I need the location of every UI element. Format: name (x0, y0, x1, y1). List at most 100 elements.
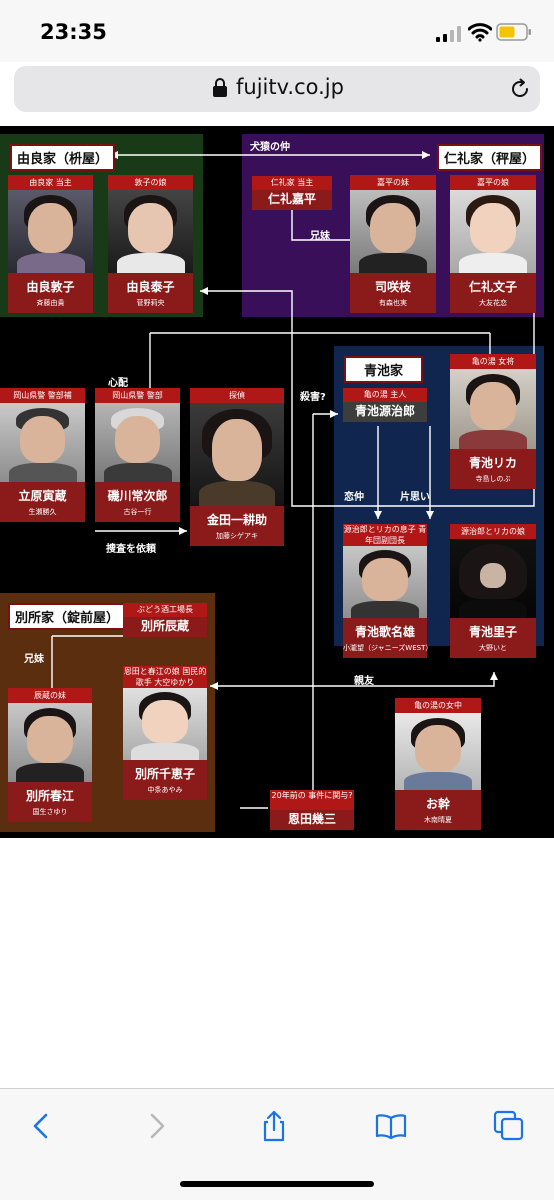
card-yasuko: 敦子の娘 由良泰子菅野莉央 (108, 175, 193, 313)
card-name: 青池里子 (468, 625, 517, 639)
portrait-photo (8, 703, 92, 782)
back-button[interactable] (24, 1109, 58, 1143)
card-sakie: 嘉平の妹 司咲枝有森也実 (350, 175, 436, 313)
plate-role: ぶどう酒工場長 (123, 603, 207, 617)
portrait-photo (450, 190, 536, 273)
card-name: 立原寅蔵 (18, 489, 67, 503)
card-actor: 生瀬勝久 (28, 508, 57, 516)
family-label-yura: 由良家（枡屋） (10, 144, 116, 171)
relation-investigation: 捜査を依頼 (106, 544, 156, 555)
plate-role: 仁礼家 当主 (252, 176, 332, 190)
relation-best-friends: 親友 (354, 676, 374, 687)
home-indicator (180, 1181, 374, 1187)
card-role: 由良家 当主 (8, 175, 93, 190)
relation-siblings-bessho: 兄妹 (24, 654, 44, 665)
forward-button[interactable] (140, 1109, 174, 1143)
plate-role: 20年前の 事件に関与? (270, 790, 354, 810)
plate-onda: 20年前の 事件に関与? 恩田幾三 (270, 790, 354, 830)
portrait-photo (190, 403, 284, 506)
card-name: 青池リカ (468, 456, 517, 470)
card-kanao: 源治郎とリカの息子 青年団副団長 青池歌名雄小瀧望（ジャニーズWEST） (343, 524, 433, 658)
portrait-photo (450, 539, 536, 618)
card-atsuko: 由良家 当主 由良敦子斉藤由貴 (8, 175, 93, 313)
family-label-aoike: 青池家 (344, 356, 424, 383)
card-isokawa: 岡山県警 警部 磯川常次郎古谷一行 (95, 388, 180, 522)
card-role: 敦子の娘 (108, 175, 193, 190)
card-role: 嘉平の妹 (350, 175, 436, 190)
card-role: 辰蔵の妹 (8, 688, 92, 703)
connector-lines (51, 151, 535, 826)
card-name: 司咲枝 (374, 280, 411, 294)
card-name: 別所春江 (25, 789, 74, 803)
relation-unrequited: 片思い (400, 492, 430, 503)
card-actor: 古谷一行 (123, 508, 152, 516)
relation-worry: 心配 (108, 378, 128, 389)
url-text: fujitv.co.jp (236, 75, 344, 99)
card-role: 岡山県警 警部補 (0, 388, 85, 403)
status-time: 23:35 (40, 20, 107, 44)
card-rika: 亀の湯 女将 青池リカ寺島しのぶ (450, 354, 536, 489)
plate-genjiro: 亀の湯 主人 青池源治郎 (343, 388, 427, 422)
share-button[interactable] (257, 1109, 291, 1143)
portrait-photo (343, 546, 427, 618)
plate-name: 仁礼嘉平 (252, 190, 332, 210)
card-omiki: 亀の湯の女中 お幹木南晴夏 (395, 698, 481, 830)
portrait-photo (450, 369, 536, 449)
card-actor: 大友花恋 (479, 299, 507, 307)
card-harue: 辰蔵の妹 別所春江国生さゆり (8, 688, 92, 822)
battery-icon (496, 23, 531, 41)
card-name: 仁礼文子 (468, 280, 517, 294)
card-actor: 斉藤由貴 (36, 299, 65, 307)
card-role: 源治郎とリカの娘 (450, 524, 536, 539)
cellular-signal-icon (436, 26, 461, 42)
plate-role: 亀の湯 主人 (343, 388, 427, 402)
relationship-chart: 由良家（枡屋） 仁礼家（秤屋） 青池家 別所家（錠前屋） 犬猿の仲 兄妹 心配 … (0, 126, 554, 838)
card-actor: 寺島しのぶ (475, 475, 511, 483)
card-role: 恩田と春江の娘 国民的歌手 大空ゆかり (123, 666, 207, 688)
card-tachihara: 岡山県警 警部補 立原寅蔵生瀬勝久 (0, 388, 85, 522)
plate-name: 青池源治郎 (343, 402, 427, 422)
relation-inuzaru: 犬猿の仲 (250, 142, 290, 153)
card-role: 源治郎とリカの息子 青年団副団長 (343, 524, 427, 546)
card-fumiko: 嘉平の娘 仁礼文子大友花恋 (450, 175, 536, 313)
relation-lovers: 恋仲 (344, 492, 364, 503)
card-actor: 加藤シゲアキ (216, 532, 258, 540)
card-kindaichi: 探偵 金田一耕助加藤シゲアキ (190, 388, 284, 546)
bookmarks-button[interactable] (374, 1109, 408, 1143)
portrait-photo (95, 403, 180, 482)
card-role: 嘉平の娘 (450, 175, 536, 190)
plate-kahei: 仁礼家 当主 仁礼嘉平 (252, 176, 332, 210)
card-name: 由良敦子 (26, 280, 75, 294)
card-name: 別所千恵子 (134, 767, 195, 781)
card-name: お幹 (425, 797, 450, 811)
card-name: 青池歌名雄 (354, 625, 415, 639)
card-actor: 大野いと (479, 644, 507, 652)
card-role: 亀の湯の女中 (395, 698, 481, 713)
card-actor: 小瀧望（ジャニーズWEST） (343, 644, 433, 652)
portrait-photo (395, 713, 481, 790)
card-role: 探偵 (190, 388, 284, 403)
relation-murder: 殺害? (300, 392, 326, 403)
portrait-photo (350, 190, 436, 273)
portrait-photo (123, 688, 207, 760)
family-label-nirei: 仁礼家（秤屋） (437, 144, 543, 171)
portrait-photo (0, 403, 85, 482)
portrait-photo (108, 190, 193, 273)
card-actor: 国生さゆり (32, 808, 68, 816)
lock-icon (213, 78, 227, 97)
status-bar: 23:35 (0, 0, 554, 62)
card-name: 金田一耕助 (206, 513, 267, 527)
card-name: 磯川常次郎 (107, 489, 168, 503)
card-actor: 有森也実 (379, 299, 407, 307)
card-actor: 中条あやみ (147, 786, 183, 794)
card-name: 由良泰子 (126, 280, 175, 294)
card-actor: 菅野莉央 (136, 299, 165, 307)
card-chieko: 恩田と春江の娘 国民的歌手 大空ゆかり 別所千恵子中条あやみ (123, 666, 207, 800)
card-actor: 木南晴夏 (424, 816, 452, 824)
plate-name: 恩田幾三 (270, 810, 354, 830)
address-bar[interactable]: fujitv.co.jp (14, 66, 540, 112)
plate-tatsuzo: ぶどう酒工場長 別所辰蔵 (123, 603, 207, 637)
reload-icon[interactable] (508, 77, 532, 101)
card-satoko: 源治郎とリカの娘 青池里子大野いと (450, 524, 536, 658)
tabs-button[interactable] (492, 1109, 526, 1143)
